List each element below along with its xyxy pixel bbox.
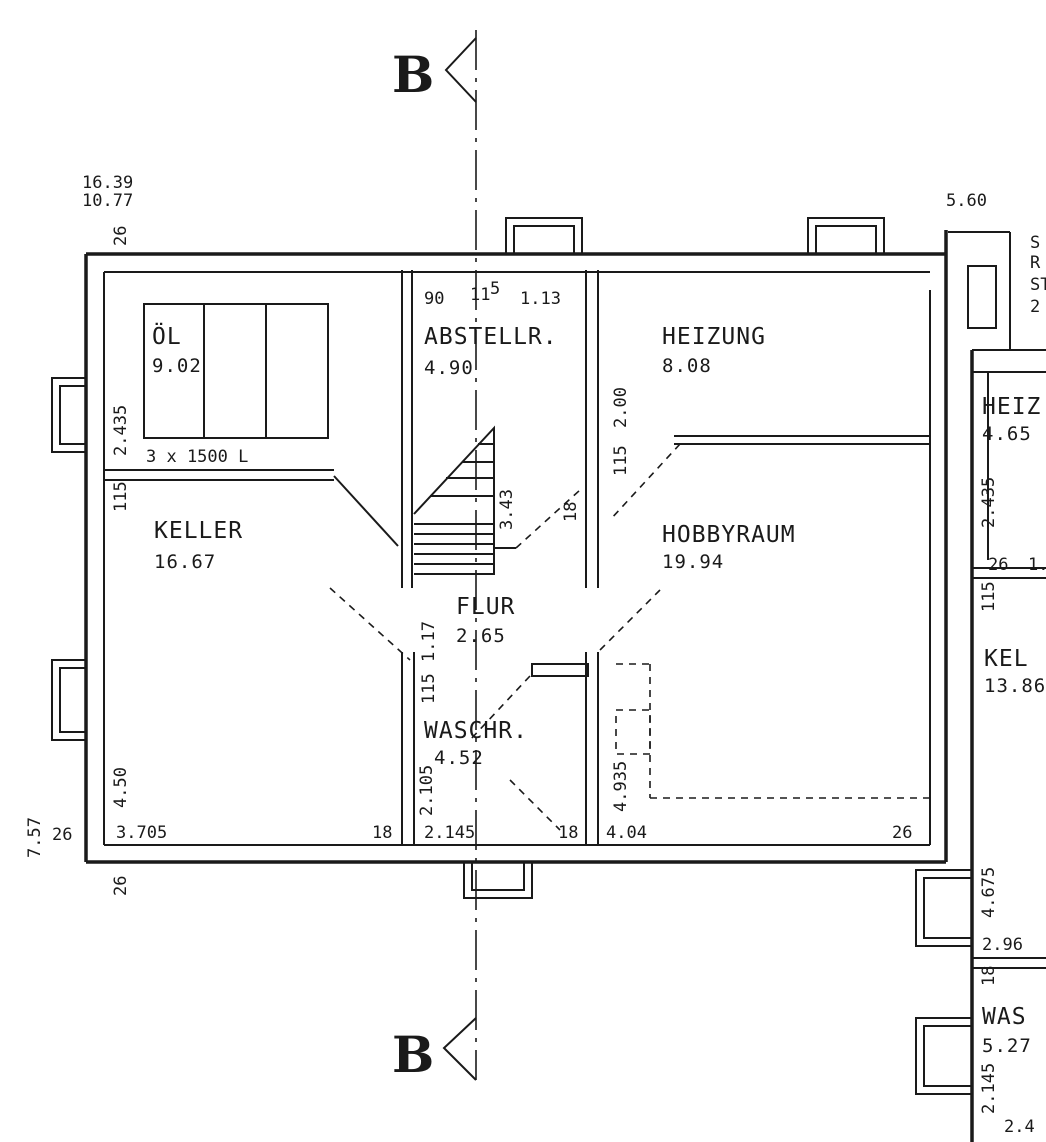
dim-115-b: 115 [611, 445, 631, 476]
dim-5-60: 5.60 [946, 191, 987, 211]
room-name-abstellr: ABSTELLR. [424, 324, 558, 350]
windows [51, 217, 997, 1095]
dim-18-c: 18 [558, 823, 578, 843]
room-name-keller: KELLER [154, 518, 243, 544]
dim-26-b: 26 [892, 823, 912, 843]
room-name-hobbyraum: HOBBYRAUM [662, 522, 796, 548]
dim-r-18: 18 [979, 966, 999, 986]
section-mark-bottom: B [392, 1025, 434, 1084]
section-line-b [442, 30, 477, 1081]
room-name-heizung: HEIZUNG [662, 324, 766, 350]
room-area-kel-right: 13.86 [984, 675, 1046, 697]
dim-5: 5 [490, 279, 500, 299]
dim-r-st: ST [1030, 275, 1046, 295]
room-name-kel-right: KEL [984, 646, 1029, 672]
interior-walls [104, 270, 930, 845]
room-name-was-right: WAS [982, 1004, 1027, 1030]
dim-r-s: S [1030, 233, 1040, 253]
dim-2-145: 2.145 [424, 823, 475, 843]
room-area-flur: 2.65 [456, 625, 506, 647]
dim-115-a: 115 [111, 481, 131, 512]
room-area-hobbyraum: 19.94 [662, 551, 724, 573]
dim-18-b: 18 [372, 823, 392, 843]
dim-2-00: 2.00 [611, 387, 631, 428]
dim-2-105: 2.105 [417, 765, 437, 816]
room-area-was-right: 5.27 [982, 1035, 1032, 1057]
dim-r-115: 115 [979, 581, 999, 612]
dim-7-57: 7.57 [25, 817, 45, 858]
dim-18-a: 18 [561, 502, 581, 522]
stairs [413, 425, 581, 575]
dim-r-2-96: 2.96 [982, 935, 1023, 955]
room-area-oel: 9.02 [152, 355, 202, 377]
room-name-waschr: WASCHR. [424, 718, 528, 744]
room-area-abstellr: 4.90 [424, 357, 474, 379]
dim-26-top: 26 [111, 226, 131, 246]
dim-26-c: 26 [111, 876, 131, 896]
dim-4-935: 4.935 [611, 761, 631, 812]
dim-r-2-435: 2.435 [979, 477, 999, 528]
dim-r-4-675: 4.675 [979, 867, 999, 918]
dim-26-a: 26 [52, 825, 72, 845]
dim-4-50: 4.50 [111, 767, 131, 808]
section-mark-top: B [392, 45, 434, 104]
dim-4-04: 4.04 [606, 823, 647, 843]
room-name-heiz-right: HEIZ [982, 394, 1041, 420]
dim-2-435: 2.435 [111, 405, 131, 456]
oil-tanks [143, 303, 329, 439]
outer-walls [84, 230, 1046, 1142]
dim-90: 90 [424, 289, 444, 309]
dim-r-r: R [1030, 253, 1041, 273]
dim-r-2-4: 2.4 [1004, 1117, 1035, 1137]
dim-r-26: 26 [988, 555, 1008, 575]
dim-11: 11 [470, 285, 490, 305]
dim-r-2: 2 [1030, 297, 1040, 317]
oel-tank-note: 3 x 1500 L [146, 447, 248, 467]
room-area-waschr: 4.52 [434, 747, 484, 769]
dim-3-43: 3.43 [497, 489, 517, 530]
dim-10-77: 10.77 [82, 191, 133, 211]
room-area-heiz-right: 4.65 [982, 423, 1032, 445]
dim-1-17: 1.17 [419, 621, 439, 662]
dim-r-2-145: 2.145 [979, 1063, 999, 1114]
room-name-flur: FLUR [456, 594, 515, 620]
dim-r-1: 1. [1028, 555, 1046, 575]
dim-3-705: 3.705 [116, 823, 167, 843]
dim-16-39: 16.39 [82, 173, 133, 193]
dim-115-c: 115 [419, 673, 439, 704]
room-area-keller: 16.67 [154, 551, 216, 573]
room-name-oel: ÖL [152, 322, 182, 350]
room-area-heizung: 8.08 [662, 355, 712, 377]
dim-1-13: 1.13 [520, 289, 561, 309]
